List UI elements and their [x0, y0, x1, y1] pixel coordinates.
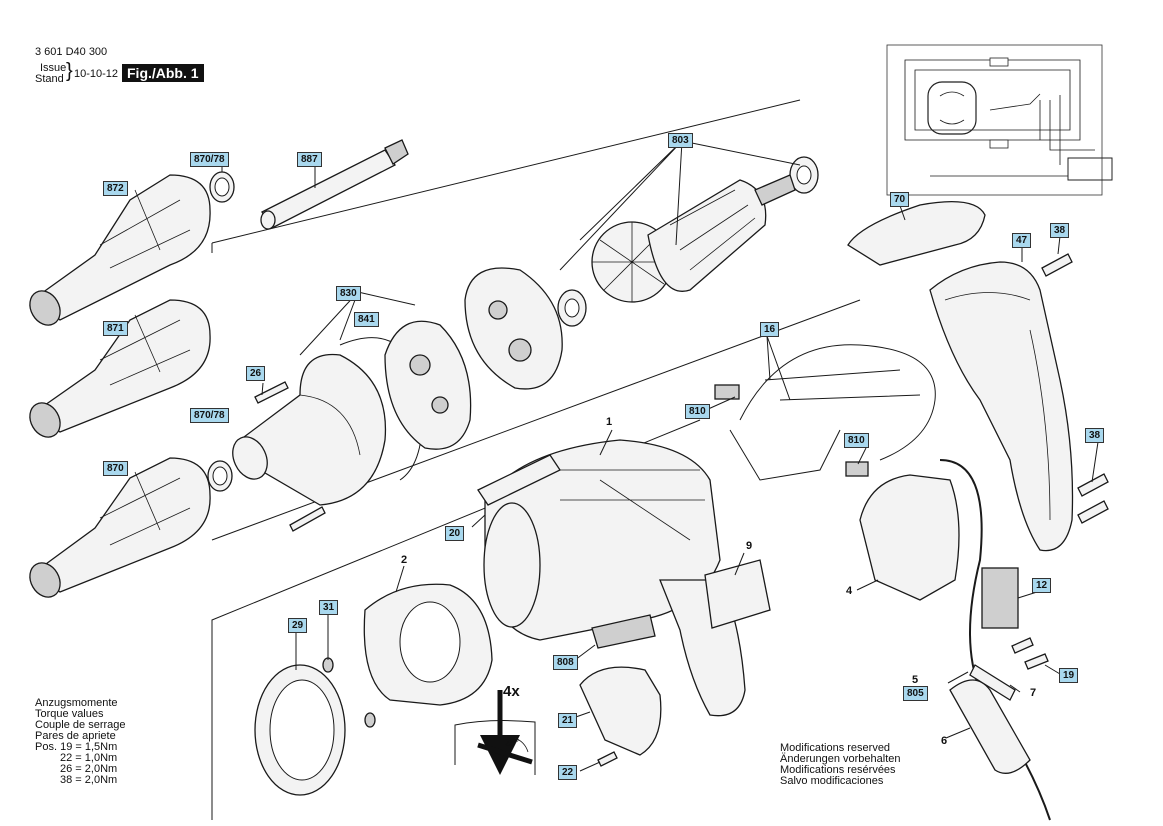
callout-803[interactable]: 803	[668, 133, 693, 148]
clutch-housing	[232, 353, 387, 506]
bit-holder	[260, 139, 409, 230]
nose-piece-872	[29, 174, 211, 326]
brush-cover-21	[579, 666, 662, 756]
wiring-schematic	[886, 44, 1113, 196]
callout-1[interactable]: 1	[606, 416, 613, 428]
torque-row-22: 22 = 1,0Nm	[60, 752, 118, 764]
document-number: 3 601 D40 300	[35, 46, 108, 58]
screw-22	[597, 751, 618, 767]
stator	[363, 583, 493, 706]
torque-row-26: 26 = 2,0Nm	[60, 763, 118, 775]
nose-piece-871	[29, 299, 211, 438]
stand-label: Stand	[35, 73, 64, 85]
callout-871[interactable]: 871	[103, 321, 128, 336]
callout-805[interactable]: 805	[903, 686, 928, 701]
bearing-left	[557, 289, 587, 327]
armature	[591, 174, 796, 303]
field-support-ring	[254, 664, 346, 796]
callout-810-b[interactable]: 810	[844, 433, 869, 448]
callout-16[interactable]: 16	[760, 322, 780, 337]
callout-19[interactable]: 19	[1059, 668, 1079, 683]
label-9	[704, 559, 771, 629]
detail-inset	[454, 690, 536, 775]
callout-872[interactable]: 872	[103, 181, 128, 196]
callout-7[interactable]: 7	[1030, 687, 1037, 699]
callout-810-a[interactable]: 810	[685, 404, 710, 419]
torque-pos-prefix: Pos.	[35, 741, 58, 753]
callout-870[interactable]: 870	[103, 461, 128, 476]
callout-31[interactable]: 31	[319, 600, 339, 615]
callout-20[interactable]: 20	[445, 526, 465, 541]
screws-38	[1041, 253, 1109, 524]
torque-unit: Nm	[100, 741, 118, 753]
torque-heading-es: Pares de apriete	[35, 730, 116, 742]
pin-31-b	[364, 712, 376, 728]
detail-count: 4x	[503, 683, 520, 700]
figure-label: Fig./Abb. 1	[122, 64, 204, 82]
torque-heading-en: Torque values	[35, 708, 104, 720]
callout-12[interactable]: 12	[1032, 578, 1052, 593]
torque-value: 1,0	[84, 752, 101, 764]
switch-4	[859, 474, 960, 601]
callout-5[interactable]: 5	[912, 674, 919, 686]
callout-26[interactable]: 26	[246, 366, 266, 381]
callout-9[interactable]: 9	[746, 540, 753, 552]
callout-6[interactable]: 6	[941, 735, 948, 747]
issue-date: 10-10-12	[74, 68, 119, 80]
callout-870-78-top[interactable]: 870/78	[190, 152, 229, 167]
label-808	[591, 614, 656, 649]
issue-label: Issue	[40, 62, 67, 74]
callout-29[interactable]: 29	[288, 618, 308, 633]
callout-4[interactable]: 4	[846, 585, 853, 597]
callout-38-mid[interactable]: 38	[1085, 428, 1105, 443]
power-cord	[939, 459, 1051, 821]
torque-unit: Nm	[100, 774, 118, 786]
pin-31-a	[322, 657, 334, 673]
torque-row-19: Pos. 19 = 1,5Nm	[35, 741, 118, 753]
torque-pos: 22	[60, 752, 73, 764]
modifications-es: Salvo modificaciones	[780, 775, 884, 787]
label-plate-20	[477, 454, 561, 506]
callout-808[interactable]: 808	[553, 655, 578, 670]
detail-angle: 25°	[504, 738, 520, 749]
modifications-de: Änderungen vorbehalten	[780, 753, 901, 765]
torque-pos: 26	[60, 763, 73, 775]
torque-value: 2,0	[84, 774, 101, 786]
modifications-fr: Modifications resérvées	[780, 764, 896, 776]
callout-21[interactable]: 21	[558, 713, 578, 728]
callout-830[interactable]: 830	[336, 286, 361, 301]
torque-pos: 38	[60, 774, 73, 786]
brace-icon: }	[66, 60, 73, 82]
callout-887[interactable]: 887	[297, 152, 322, 167]
torque-unit: Nm	[100, 763, 118, 775]
torque-value: 2,0	[84, 763, 101, 775]
callout-70[interactable]: 70	[890, 192, 910, 207]
torque-value: 1,5	[84, 741, 101, 753]
end-shield	[464, 267, 563, 390]
wiring-harness	[714, 344, 936, 481]
torque-heading-de: Anzugsmomente	[35, 697, 118, 709]
cover-70	[847, 201, 986, 266]
callout-841[interactable]: 841	[354, 312, 379, 327]
torque-heading-fr: Couple de serrage	[35, 719, 126, 731]
torque-row-38: 38 = 2,0Nm	[60, 774, 118, 786]
callout-38-top[interactable]: 38	[1050, 223, 1070, 238]
screw-bottom	[289, 506, 326, 532]
callout-22[interactable]: 22	[558, 765, 578, 780]
bearing-plate	[384, 320, 472, 450]
screws-19	[1011, 637, 1049, 670]
bearing-right	[789, 156, 819, 194]
torque-pos: 19	[60, 741, 73, 753]
nose-piece-870	[29, 457, 211, 598]
part-12	[981, 567, 1019, 629]
torque-unit: Nm	[100, 752, 118, 764]
modifications-en: Modifications reserved	[780, 742, 891, 754]
handle-shell	[929, 261, 1074, 552]
callout-2[interactable]: 2	[401, 554, 408, 566]
screw-26	[254, 381, 289, 404]
callout-47[interactable]: 47	[1012, 233, 1032, 248]
callout-870-78-mid[interactable]: 870/78	[190, 408, 229, 423]
